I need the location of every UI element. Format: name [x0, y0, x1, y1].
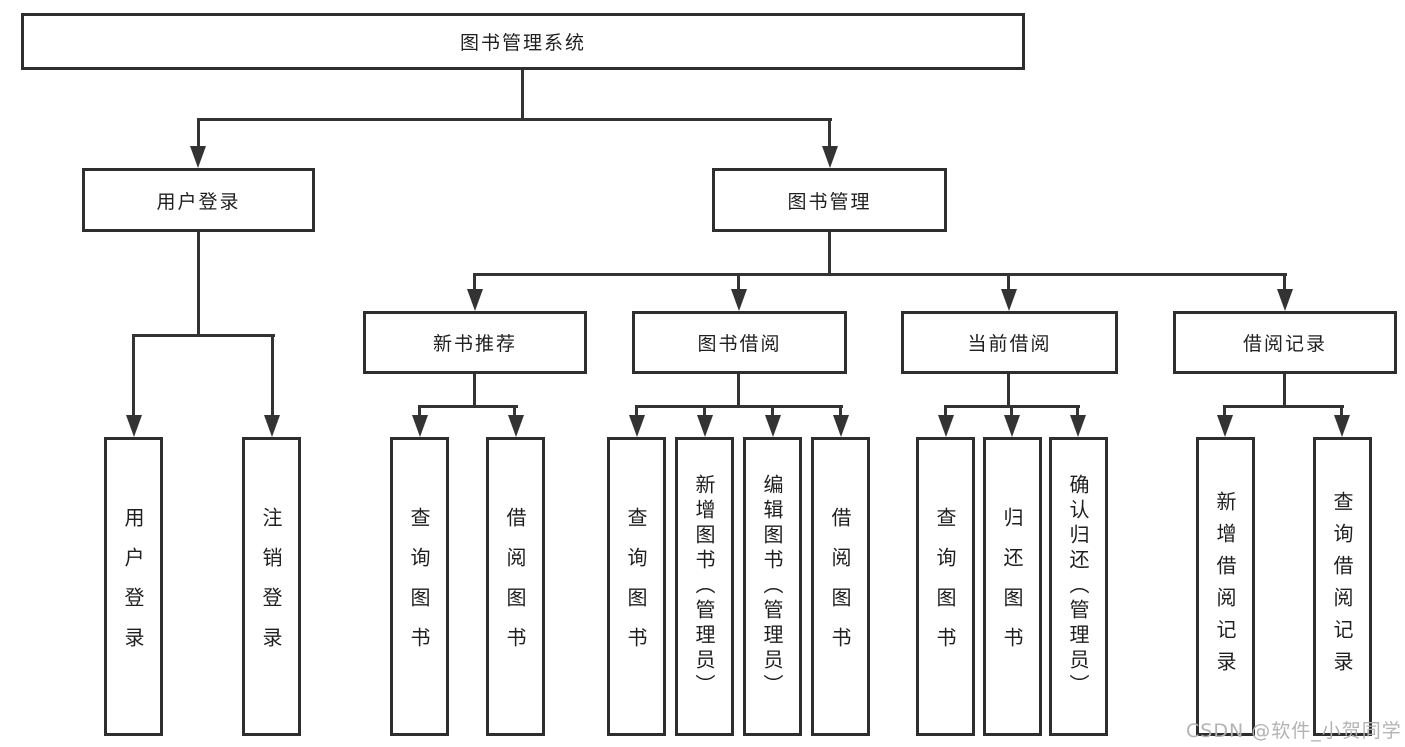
connector-level2-bar	[473, 273, 1287, 276]
node-book-management-label: 图书管理	[787, 190, 872, 213]
arrowhead-icon	[938, 415, 954, 437]
connector-stem-leaf	[1223, 405, 1226, 417]
connector-user-login-bar	[132, 334, 275, 337]
node-book-borrow-label: 图书借阅	[697, 333, 782, 355]
connector-trunk	[1283, 374, 1286, 408]
leaf-add-borrow-record: 新增借阅记录	[1196, 437, 1255, 736]
leaf-query-books-current-label: 查询图书	[933, 506, 957, 667]
arrowhead-icon	[1334, 415, 1350, 437]
node-borrow-records: 借阅记录	[1173, 311, 1397, 374]
connector-stem-leaf	[1340, 405, 1343, 417]
connector-book-management-trunk	[828, 232, 831, 276]
node-user-login-label: 用户登录	[156, 190, 241, 213]
connector-trunk	[737, 374, 740, 408]
node-library-system-label: 图书管理系统	[459, 32, 586, 54]
connector-stem-leaf	[132, 334, 135, 416]
connector-trunk	[473, 374, 476, 408]
watermark-text: CSDN @软件_小贺同学	[1186, 720, 1402, 742]
arrowhead-icon	[731, 289, 747, 311]
leaf-return-books-label: 归还图书	[1000, 506, 1024, 667]
connector-stem-leaf	[513, 405, 516, 417]
leaf-add-borrow-record-label: 新增借阅记录	[1213, 490, 1237, 683]
arrowhead-icon	[1001, 289, 1017, 311]
leaf-confirm-return-admin: 确认归还（管理员）	[1049, 437, 1108, 736]
connector-stem-user-login	[197, 118, 200, 148]
leaf-edit-books-admin-label: 编辑图书（管理员）	[760, 474, 784, 699]
connector-stem-book-management	[828, 118, 831, 148]
connector-stem-leaf	[703, 405, 706, 417]
connector-stem-borrow-records	[1283, 273, 1286, 291]
connector-bar	[635, 405, 843, 408]
leaf-add-books-admin-label: 新增图书（管理员）	[692, 474, 716, 699]
arrowhead-icon	[508, 415, 524, 437]
node-current-borrow: 当前借阅	[901, 311, 1118, 374]
arrowhead-icon	[822, 146, 838, 168]
connector-stem-book-borrow	[737, 273, 740, 291]
connector-trunk	[1007, 374, 1010, 408]
node-library-system: 图书管理系统	[21, 13, 1025, 70]
node-user-login: 用户登录	[82, 168, 315, 232]
connector-stem-leaf	[1010, 405, 1013, 417]
node-borrow-records-label: 借阅记录	[1242, 333, 1327, 355]
connector-user-login-trunk	[197, 232, 200, 336]
leaf-borrow-books-recommend-label: 借阅图书	[503, 506, 527, 667]
leaf-query-books-current: 查询图书	[916, 437, 975, 736]
connector-level1-bar	[197, 118, 832, 121]
connector-stem-leaf	[1076, 405, 1079, 417]
arrowhead-icon	[629, 415, 645, 437]
connector-stem-leaf	[839, 405, 842, 417]
connector-stem-leaf	[418, 405, 421, 417]
arrowhead-icon	[1004, 415, 1020, 437]
connector-stem-new-book	[473, 273, 476, 291]
arrowhead-icon	[765, 415, 781, 437]
leaf-query-books-recommend: 查询图书	[390, 437, 449, 736]
leaf-user-login: 用户登录	[104, 437, 163, 736]
node-book-management: 图书管理	[712, 168, 947, 232]
arrowhead-icon	[264, 415, 280, 437]
leaf-add-books-admin: 新增图书（管理员）	[675, 437, 734, 736]
arrowhead-icon	[1277, 289, 1293, 311]
arrowhead-icon	[412, 415, 428, 437]
connector-stem-leaf	[271, 334, 274, 416]
node-new-book-recommend: 新书推荐	[363, 311, 587, 374]
node-book-borrow: 图书借阅	[632, 311, 847, 374]
arrowhead-icon	[126, 415, 142, 437]
leaf-confirm-return-admin-label: 确认归还（管理员）	[1066, 474, 1090, 699]
leaf-borrow-books-label: 借阅图书	[828, 506, 852, 667]
connector-stem-current-borrow	[1007, 273, 1010, 291]
connector-stem-leaf	[771, 405, 774, 417]
leaf-borrow-books-recommend: 借阅图书	[486, 437, 545, 736]
connector-stem-leaf	[944, 405, 947, 417]
connector-bar	[418, 405, 518, 408]
leaf-edit-books-admin: 编辑图书（管理员）	[743, 437, 802, 736]
leaf-borrow-books: 借阅图书	[811, 437, 870, 736]
node-new-book-recommend-label: 新书推荐	[432, 333, 517, 355]
connector-root-trunk	[521, 70, 524, 120]
connector-bar	[1223, 405, 1344, 408]
arrowhead-icon	[190, 146, 206, 168]
leaf-logout: 注销登录	[242, 437, 301, 736]
leaf-logout-label: 注销登录	[259, 506, 283, 667]
leaf-query-books-recommend-label: 查询图书	[407, 506, 431, 667]
leaf-return-books: 归还图书	[983, 437, 1042, 736]
leaf-user-login-label: 用户登录	[121, 506, 145, 667]
leaf-query-books-borrow: 查询图书	[607, 437, 666, 736]
leaf-query-borrow-record-label: 查询借阅记录	[1330, 490, 1354, 683]
node-current-borrow-label: 当前借阅	[967, 333, 1052, 355]
arrowhead-icon	[697, 415, 713, 437]
leaf-query-books-borrow-label: 查询图书	[624, 506, 648, 667]
arrowhead-icon	[1070, 415, 1086, 437]
arrowhead-icon	[833, 415, 849, 437]
arrowhead-icon	[1217, 415, 1233, 437]
connector-stem-leaf	[635, 405, 638, 417]
arrowhead-icon	[467, 289, 483, 311]
leaf-query-borrow-record: 查询借阅记录	[1313, 437, 1372, 736]
